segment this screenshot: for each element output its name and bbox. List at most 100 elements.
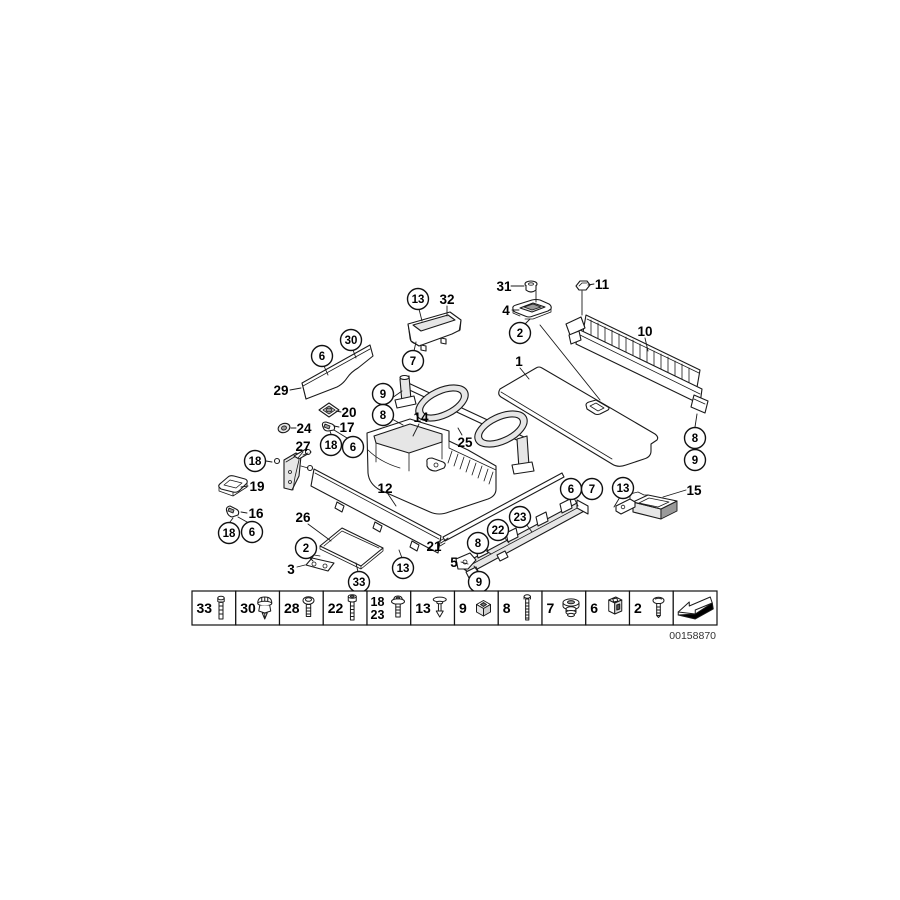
- part-label-24[interactable]: 24: [296, 421, 312, 436]
- hex-bolt-icon: [217, 595, 225, 620]
- callout-circle: [508, 505, 532, 529]
- part-1-floor-carpet-panel: [498, 366, 659, 467]
- callout-9[interactable]: 9: [371, 382, 395, 406]
- callout-number: 18: [325, 440, 338, 452]
- grommet-plug-icon: [562, 598, 580, 618]
- part-label-19[interactable]: 19: [249, 479, 264, 494]
- callout-8[interactable]: 8: [371, 403, 395, 427]
- legend-cell-33[interactable]: 33: [191, 590, 237, 626]
- callout-6[interactable]: 6: [310, 344, 334, 368]
- legend-cell-arrow[interactable]: [672, 590, 718, 626]
- part-label-1[interactable]: 1: [515, 354, 523, 369]
- legend-number: 9: [459, 600, 467, 616]
- part-label-27[interactable]: 27: [295, 439, 310, 454]
- legend-cell-9[interactable]: 9: [453, 590, 499, 626]
- callout-number: 22: [492, 525, 505, 537]
- part-27-bracket: [273, 448, 314, 491]
- callout-8[interactable]: 8: [683, 426, 707, 450]
- callout-circle: [319, 433, 343, 457]
- callout-circle: [217, 521, 241, 545]
- legend-number: 18: [371, 595, 385, 609]
- expansion-rivet-icon: [257, 596, 273, 620]
- part-17-clip: [321, 421, 336, 432]
- callout-18[interactable]: 18: [243, 449, 267, 473]
- callout-30[interactable]: 30: [339, 328, 363, 352]
- part-26-shelf-panel: [319, 527, 384, 570]
- callout-number: 6: [249, 527, 255, 539]
- part-label-25[interactable]: 25: [457, 435, 473, 450]
- callout-23[interactable]: 23: [508, 505, 532, 529]
- part-label-11[interactable]: 11: [595, 277, 610, 292]
- callout-6[interactable]: 6: [341, 435, 365, 459]
- legend-number: 6: [590, 600, 598, 616]
- legend-cell-frame: [322, 590, 368, 626]
- legend-cell-30[interactable]: 30: [235, 590, 281, 626]
- callout-13[interactable]: 13: [406, 287, 430, 311]
- part-label-31[interactable]: 31: [496, 279, 512, 294]
- legend-cell-22[interactable]: 22: [322, 590, 368, 626]
- legend-cell-2[interactable]: 2: [628, 590, 674, 626]
- callout-6[interactable]: 6: [240, 520, 264, 544]
- washer-screw-icon: [302, 596, 315, 617]
- callout-circle: [401, 349, 425, 373]
- callout-8[interactable]: 8: [466, 531, 490, 555]
- callout-13[interactable]: 13: [391, 556, 415, 580]
- part-label-26[interactable]: 26: [295, 510, 311, 525]
- legend-number: 33: [197, 600, 213, 616]
- part-label-3[interactable]: 3: [287, 562, 295, 577]
- callout-18[interactable]: 18: [319, 433, 343, 457]
- callout-9[interactable]: 9: [683, 448, 707, 472]
- part-label-5[interactable]: 5: [450, 555, 458, 570]
- callout-22[interactable]: 22: [486, 518, 510, 542]
- legend-cell-8[interactable]: 8: [497, 590, 543, 626]
- part-14-storage-bin: [366, 418, 497, 515]
- callout-9[interactable]: 9: [467, 570, 491, 594]
- callout-13[interactable]: 13: [611, 476, 635, 500]
- legend-number: 22: [328, 600, 344, 616]
- callout-7[interactable]: 7: [580, 477, 604, 501]
- part-label-15[interactable]: 15: [686, 483, 702, 498]
- part-label-10[interactable]: 10: [637, 324, 652, 339]
- part-label-16[interactable]: 16: [248, 506, 264, 521]
- part-rail-assembly: [458, 498, 589, 579]
- part-label-14[interactable]: 14: [413, 410, 429, 425]
- callout-circle: [683, 448, 707, 472]
- doc-number: 00158870: [669, 630, 716, 642]
- part-label-17[interactable]: 17: [339, 420, 354, 435]
- part-label-4[interactable]: 4: [502, 303, 510, 318]
- callout-7[interactable]: 7: [401, 349, 425, 373]
- callout-number: 6: [568, 484, 574, 496]
- callout-number: 13: [412, 294, 425, 306]
- direction-arrow-icon: [677, 596, 714, 620]
- callout-2[interactable]: 2: [508, 321, 532, 345]
- legend-cell-28[interactable]: 28: [278, 590, 324, 626]
- callout-circle: [406, 287, 430, 311]
- legend-number: 23: [371, 608, 385, 622]
- part-label-12[interactable]: 12: [377, 481, 392, 496]
- callout-18[interactable]: 18: [217, 521, 241, 545]
- part-label-32[interactable]: 32: [439, 292, 454, 307]
- callout-circle: [580, 477, 604, 501]
- callout-circle: [339, 328, 363, 352]
- part-label-20[interactable]: 20: [341, 405, 356, 420]
- callout-number: 33: [353, 577, 366, 589]
- part-label-21[interactable]: 21: [426, 539, 442, 554]
- callout-number: 9: [476, 577, 482, 589]
- callout-number: 9: [380, 389, 386, 401]
- callout-circle: [240, 520, 264, 544]
- legend-number: 8: [503, 600, 511, 616]
- part-31-cap: [524, 280, 538, 293]
- callout-6[interactable]: 6: [559, 477, 583, 501]
- callout-number: 13: [617, 483, 630, 495]
- legend-cell-7[interactable]: 7: [541, 590, 587, 626]
- callout-number: 30: [345, 335, 358, 347]
- legend-cell-6[interactable]: 6: [585, 590, 631, 626]
- callout-2[interactable]: 2: [294, 536, 318, 560]
- part-label-29[interactable]: 29: [273, 383, 288, 398]
- legend-cell-13[interactable]: 13: [410, 590, 456, 626]
- callout-33[interactable]: 33: [347, 570, 371, 594]
